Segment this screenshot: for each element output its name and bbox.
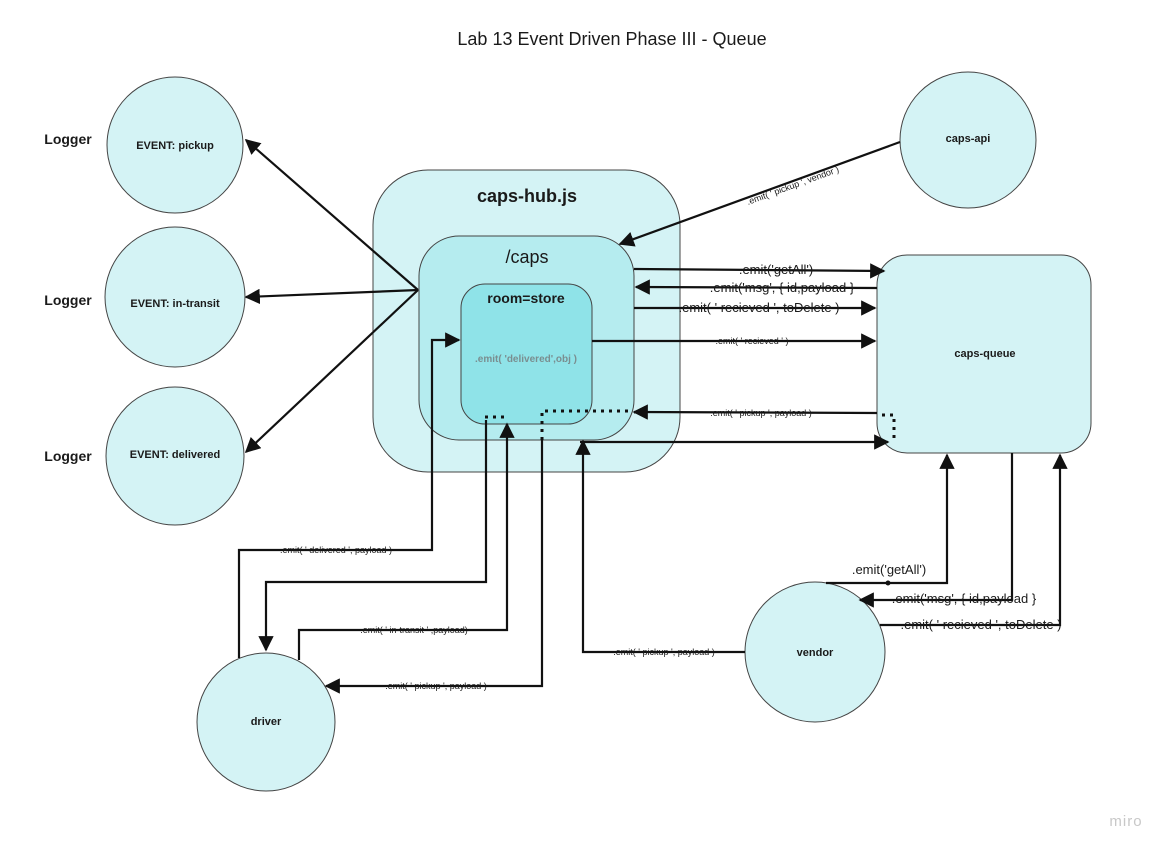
node-event-pickup[interactable]: EVENT: pickup: [106, 76, 244, 214]
node-vendor-label: vendor: [797, 647, 834, 659]
label-q-pickup: .emit( ' pickup ', payload ): [710, 408, 811, 418]
logger-label-1: Logger: [44, 131, 92, 147]
label-room-received: .emit( ' recieved ' ): [716, 336, 789, 346]
arrow-hub-to-in-transit: [244, 288, 419, 305]
node-vendor[interactable]: vendor: [744, 581, 886, 723]
arrow-pickup-to-driver: [324, 440, 544, 694]
label-q-msg: .emit('msg', { id,payload }: [710, 280, 855, 295]
arrow-queue-msg-vendor: [858, 453, 1014, 608]
node-event-delivered-label: EVENT: delivered: [130, 449, 220, 461]
label-vnd-pickup: .emit( ' pickup ', payload ): [613, 647, 714, 657]
caps-hub-title: caps-hub.js: [477, 186, 577, 206]
logger-label-3: Logger: [44, 448, 92, 464]
node-caps-api[interactable]: caps-api: [899, 71, 1037, 209]
arrow-driver-in-transit: [297, 422, 515, 660]
room-inner-emit: .emit( 'delivered',obj ): [475, 354, 577, 365]
dotted-caps-to-room: [540, 409, 630, 440]
arrow-driver-delivered: [237, 332, 461, 658]
label-vnd-received: .emit( ' recieved ', toDelete ): [900, 617, 1061, 632]
label-drv-delivered: .emit( ' delivered ', payload ): [280, 545, 392, 555]
arrow-queue-pickup: [632, 404, 878, 420]
caps-namespace-title: /caps: [505, 247, 548, 267]
diagram-title: Lab 13 Event Driven Phase III - Queue: [457, 29, 766, 49]
arrow-vendor-getall: [826, 453, 955, 585]
node-caps-api-label: caps-api: [946, 133, 991, 145]
vendor-getall-dot: [885, 580, 891, 586]
label-drv-pickup: .emit( ' pickup ', payload ): [385, 681, 486, 691]
label-drv-in-transit: .emit( ' in-transit ' ,payload): [360, 625, 467, 635]
node-event-in-transit-label: EVENT: in-transit: [130, 298, 220, 310]
label-api-pickup: .emit( ' pickup ', vendor ): [745, 164, 840, 207]
label-q-getall: .emit('getAll'): [739, 262, 813, 277]
label-q-received: .emit( ' recieved ', toDelete ): [678, 300, 839, 315]
arrow-caps-getall: [633, 263, 886, 279]
logger-label-2: Logger: [44, 292, 92, 308]
arrow-api-to-caps: [618, 140, 901, 247]
node-driver-label: driver: [251, 716, 282, 728]
miro-watermark: miro: [1109, 813, 1142, 830]
arrow-hub-to-driver: [258, 420, 488, 652]
arrow-vendor-pickup: [575, 439, 745, 654]
label-vnd-getall: .emit('getAll'): [852, 562, 926, 577]
node-caps-queue[interactable]: caps-queue: [876, 254, 1092, 454]
node-event-delivered[interactable]: EVENT: delivered: [105, 386, 245, 526]
arrow-hub-to-pickup: [244, 138, 419, 291]
node-event-pickup-label: EVENT: pickup: [136, 140, 214, 152]
arrow-queue-msg: [634, 279, 878, 295]
label-vnd-msg: .emit('msg', { id,payload }: [892, 591, 1037, 606]
room-store-title: room=store: [487, 290, 565, 306]
node-driver[interactable]: driver: [196, 652, 336, 792]
node-caps-queue-label: caps-queue: [954, 348, 1015, 360]
room-store[interactable]: room=store .emit( 'delivered',obj ): [460, 283, 593, 425]
node-event-in-transit[interactable]: EVENT: in-transit: [104, 226, 246, 368]
arrow-vendor-received: [880, 453, 1068, 627]
arrow-hub-to-delivered: [244, 289, 419, 454]
